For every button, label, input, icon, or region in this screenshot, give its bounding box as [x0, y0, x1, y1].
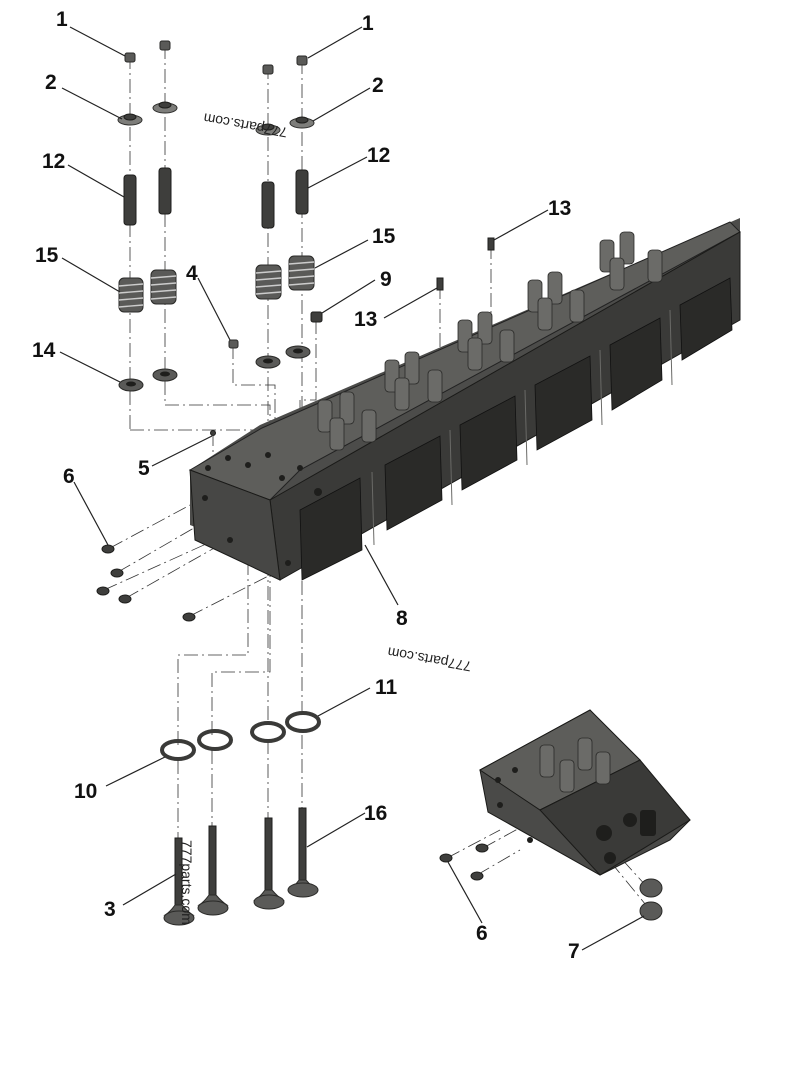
callout-3: 3: [104, 898, 116, 921]
callout-8: 8: [396, 607, 408, 630]
expansion-plugs-6b: [439, 843, 489, 881]
callout-1-right: 1: [362, 12, 374, 35]
intake-valve-3: [163, 837, 195, 926]
callout-5: 5: [138, 457, 150, 480]
cylinder-head-detail-view: [479, 709, 691, 876]
pin-5: [210, 430, 216, 436]
callout-13-upper: 13: [548, 197, 571, 220]
callout-2-left: 2: [45, 71, 57, 94]
intake-valve-b: [197, 825, 229, 916]
callout-12-left: 12: [42, 150, 65, 173]
valve-stack-left-a: [117, 52, 144, 392]
callout-leader-lines: [59, 26, 645, 951]
callout-1-left: 1: [56, 8, 68, 31]
callout-15-right: 15: [372, 225, 396, 248]
callout-15-left: 15: [35, 244, 59, 267]
valve-seat-ring-10: [160, 739, 196, 761]
callout-12-right: 12: [367, 144, 390, 167]
watermark-bottom: 777parts.com: [179, 840, 195, 925]
callout-16: 16: [364, 802, 387, 825]
valve-spring-15a: [118, 277, 144, 313]
exhaust-valve-16: [287, 807, 319, 898]
expansion-plugs-6a: [96, 544, 196, 622]
callout-10: 10: [74, 780, 97, 803]
dowel-pin-13a: [436, 277, 444, 291]
callout-2-right: 2: [372, 74, 384, 97]
valve-guide-12b: [295, 169, 309, 215]
cylinder-head-8: [188, 218, 741, 581]
sleeve-9: [310, 311, 323, 323]
valve-keeper-1b: [296, 55, 308, 66]
watermark-top: 777parts.com: [202, 110, 288, 140]
watermark-middle: 777parts.com: [386, 644, 472, 674]
callout-11: 11: [375, 676, 398, 699]
dowel-pin-13b: [487, 237, 495, 251]
callout-6-right: 6: [476, 922, 488, 945]
valve-stack-left-b: [150, 40, 178, 382]
valve-stack-right-a: [255, 64, 282, 369]
valve-keeper-1a: [124, 52, 136, 63]
valve-keeper-b: [159, 40, 171, 51]
valve-seat-ring-c: [250, 721, 286, 743]
valve-guide-12a: [123, 174, 137, 226]
exhaust-valve-c: [253, 817, 285, 910]
valve-stack-right-b: [285, 55, 315, 359]
callout-labels: 1 1 2 2 12 12 15 15 14 4 9 13 13 5 6 8 1…: [32, 8, 580, 963]
cover-plugs-7: [639, 878, 663, 921]
callout-7: 7: [568, 940, 580, 963]
valve-spring-15b: [288, 255, 315, 291]
callout-6-left: 6: [63, 465, 75, 488]
valve-seat-ring-b: [197, 729, 233, 751]
valve-seat-ring-11: [285, 711, 321, 733]
callout-13-lower: 13: [354, 308, 377, 331]
callout-14: 14: [32, 339, 56, 362]
callout-4: 4: [186, 262, 198, 285]
callout-9: 9: [380, 268, 392, 291]
small-plug-4: [228, 339, 239, 349]
